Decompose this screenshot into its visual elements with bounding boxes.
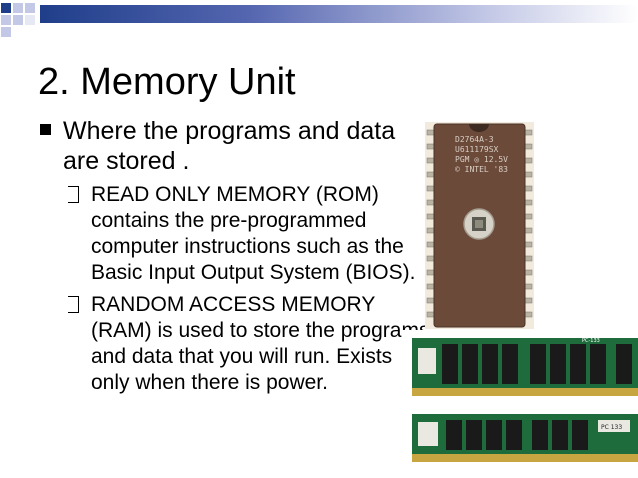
- ram-label-top: PC-133: [582, 338, 600, 344]
- rom-marking-line: D2764A-3: [455, 135, 494, 144]
- sub-bullet-ram: RANDOM ACCESS MEMORY (RAM) is used to st…: [40, 292, 430, 396]
- sub-bullet-rom: READ ONLY MEMORY (ROM) contains the pre-…: [40, 182, 430, 286]
- rom-marking-line: © INTEL '83: [455, 165, 508, 174]
- bullet-level-1: Where the programs and data are stored .: [40, 116, 430, 176]
- square-bullet-icon: [40, 124, 51, 135]
- rom-marking-line: U611179SX: [455, 145, 499, 154]
- hollow-bracket-bullet-icon: [68, 296, 79, 313]
- bullet-text: Where the programs and data are stored .: [63, 117, 396, 175]
- title-gradient-bar: [40, 5, 638, 23]
- ram-label-bottom: PC 133: [601, 424, 622, 431]
- ram-modules-photo: PC-133 PC 133: [402, 330, 638, 465]
- rom-marking-line: PGM ◎ 12.5V: [455, 155, 508, 164]
- slide-title: 2. Memory Unit: [38, 61, 296, 103]
- decorative-corner-squares: [1, 3, 35, 37]
- sub-bullet-text: RANDOM ACCESS MEMORY (RAM) is used to st…: [91, 293, 430, 394]
- sub-bullet-text: READ ONLY MEMORY (ROM) contains the pre-…: [91, 183, 416, 284]
- hollow-bracket-bullet-icon: [68, 186, 79, 203]
- rom-chip-photo: D2764A-3 U611179SX PGM ◎ 12.5V © INTEL '…: [425, 122, 534, 329]
- slide-content: Where the programs and data are stored .…: [40, 116, 430, 396]
